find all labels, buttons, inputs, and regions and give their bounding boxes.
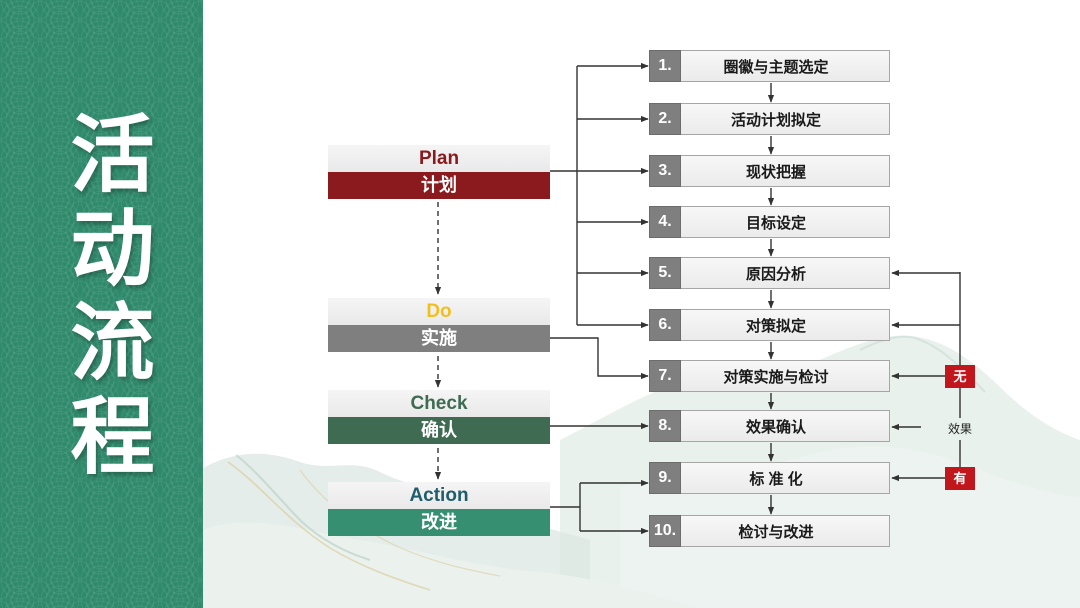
step-label: 标 准 化 [681,462,890,494]
pdca-plan: Plan 计划 [328,145,550,199]
step-number: 10. [649,515,681,547]
step-7: 7. 对策实施与检讨 [649,360,890,392]
step-9: 9. 标 准 化 [649,462,890,494]
step-number: 1. [649,50,681,82]
step-6: 6. 对策拟定 [649,309,890,341]
step-number: 8. [649,410,681,442]
pdca-check: Check 确认 [328,390,550,444]
pdca-plan-band: 计划 [328,172,550,199]
step-5: 5. 原因分析 [649,257,890,289]
step-8: 8. 效果确认 [649,410,890,442]
step-number: 5. [649,257,681,289]
step-10: 10. 检讨与改进 [649,515,890,547]
step-label: 原因分析 [681,257,890,289]
arrow-do-to-step-7 [550,337,649,380]
pdca-do-label: Do [328,298,550,325]
step-label: 对策拟定 [681,309,890,341]
step-3: 3. 现状把握 [649,155,890,187]
step-number: 9. [649,462,681,494]
no-effect-badge: 无 [945,365,975,388]
pdca-action-label: Action [328,482,550,509]
step-label: 圈徽与主题选定 [681,50,890,82]
title-panel [0,0,203,608]
step-label: 检讨与改进 [681,515,890,547]
step-label: 对策实施与检讨 [681,360,890,392]
step-label: 活动计划拟定 [681,103,890,135]
step-number: 7. [649,360,681,392]
step-label: 现状把握 [681,155,890,187]
step-4: 4. 目标设定 [649,206,890,238]
step-1: 1. 圈徽与主题选定 [649,50,890,82]
step-number: 4. [649,206,681,238]
gold-streak [299,469,501,577]
pdca-plan-label: Plan [328,145,550,172]
step-number: 3. [649,155,681,187]
page-title: 活动流程 [57,110,156,486]
pdca-check-label: Check [328,390,550,417]
step-label: 目标设定 [681,206,890,238]
step-number: 6. [649,309,681,341]
gold-streak [227,461,431,591]
wave-pattern [0,0,203,608]
step-label: 效果确认 [681,410,890,442]
ridge-shadow-stroke [235,454,371,561]
effect-decision-label: 效果 [947,422,972,436]
step-2: 2. 活动计划拟定 [649,103,890,135]
step-number: 2. [649,103,681,135]
pdca-do: Do 实施 [328,298,550,352]
has-effect-badge: 有 [945,467,975,490]
pdca-action: Action 改进 [328,482,550,536]
connector-lines [434,62,961,535]
pdca-do-band: 实施 [328,325,550,352]
pdca-check-band: 确认 [328,417,550,444]
pdca-action-band: 改进 [328,509,550,536]
